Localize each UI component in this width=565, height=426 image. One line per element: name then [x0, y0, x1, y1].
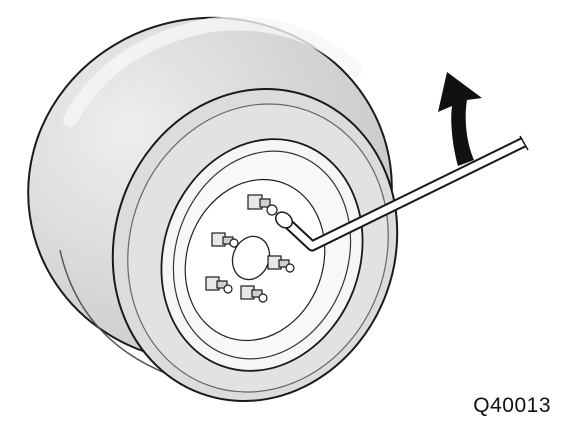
lug-nut-bottom [240, 285, 268, 303]
figure-code: Q40013 [473, 394, 551, 417]
lug-nut-left-lower [205, 276, 233, 294]
wheel-rim [160, 138, 364, 372]
rotation-arrow-icon [438, 72, 482, 166]
lug-nut-right [267, 255, 295, 273]
lug-nuts [205, 194, 295, 303]
lug-nut-top [247, 194, 278, 216]
lug-nut-left-upper [211, 232, 239, 248]
lug-wrench [275, 135, 529, 252]
